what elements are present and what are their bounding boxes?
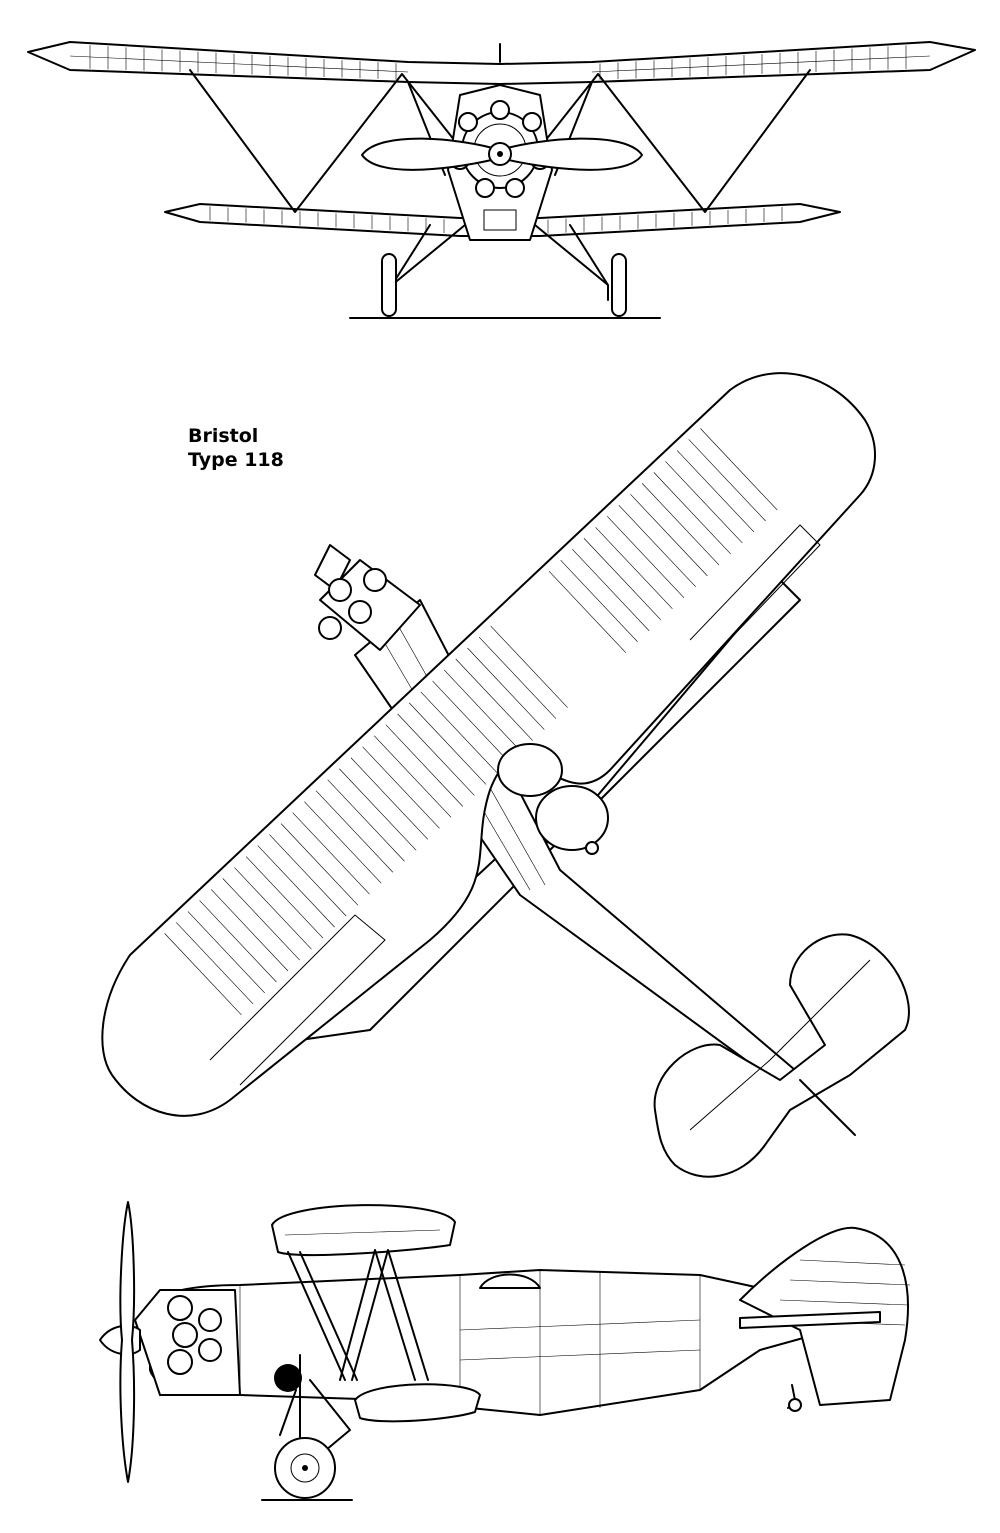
side-fuselage-panels	[239, 1270, 701, 1415]
top-view	[101, 372, 910, 1178]
front-right-wheel	[611, 253, 627, 317]
front-left-wheel	[381, 253, 397, 317]
front-upper-wing-ribs	[89, 45, 907, 80]
side-lower-wing	[354, 1383, 481, 1423]
side-fuselage	[149, 1269, 851, 1416]
top-upper-wing	[101, 372, 876, 1117]
front-struts	[189, 69, 811, 213]
title-type: Type 118	[188, 449, 284, 471]
top-upper-wing-ribs	[164, 428, 778, 1016]
top-rear-cockpit	[535, 785, 609, 851]
side-engine	[99, 1289, 241, 1396]
top-engine	[314, 544, 421, 651]
top-front-cockpit	[497, 743, 563, 797]
top-tailplane	[653, 933, 910, 1178]
side-struts	[287, 1249, 429, 1381]
front-upper-wing	[27, 41, 976, 85]
side-cockpit	[479, 1273, 541, 1289]
front-lower-wing-ribs	[209, 206, 783, 234]
side-upper-wing	[271, 1204, 456, 1256]
side-view	[99, 1201, 911, 1501]
front-view	[27, 41, 976, 319]
side-propeller	[119, 1201, 136, 1483]
drawing-title: Bristol Type 118	[188, 424, 284, 472]
title-manufacturer: Bristol	[188, 425, 259, 447]
